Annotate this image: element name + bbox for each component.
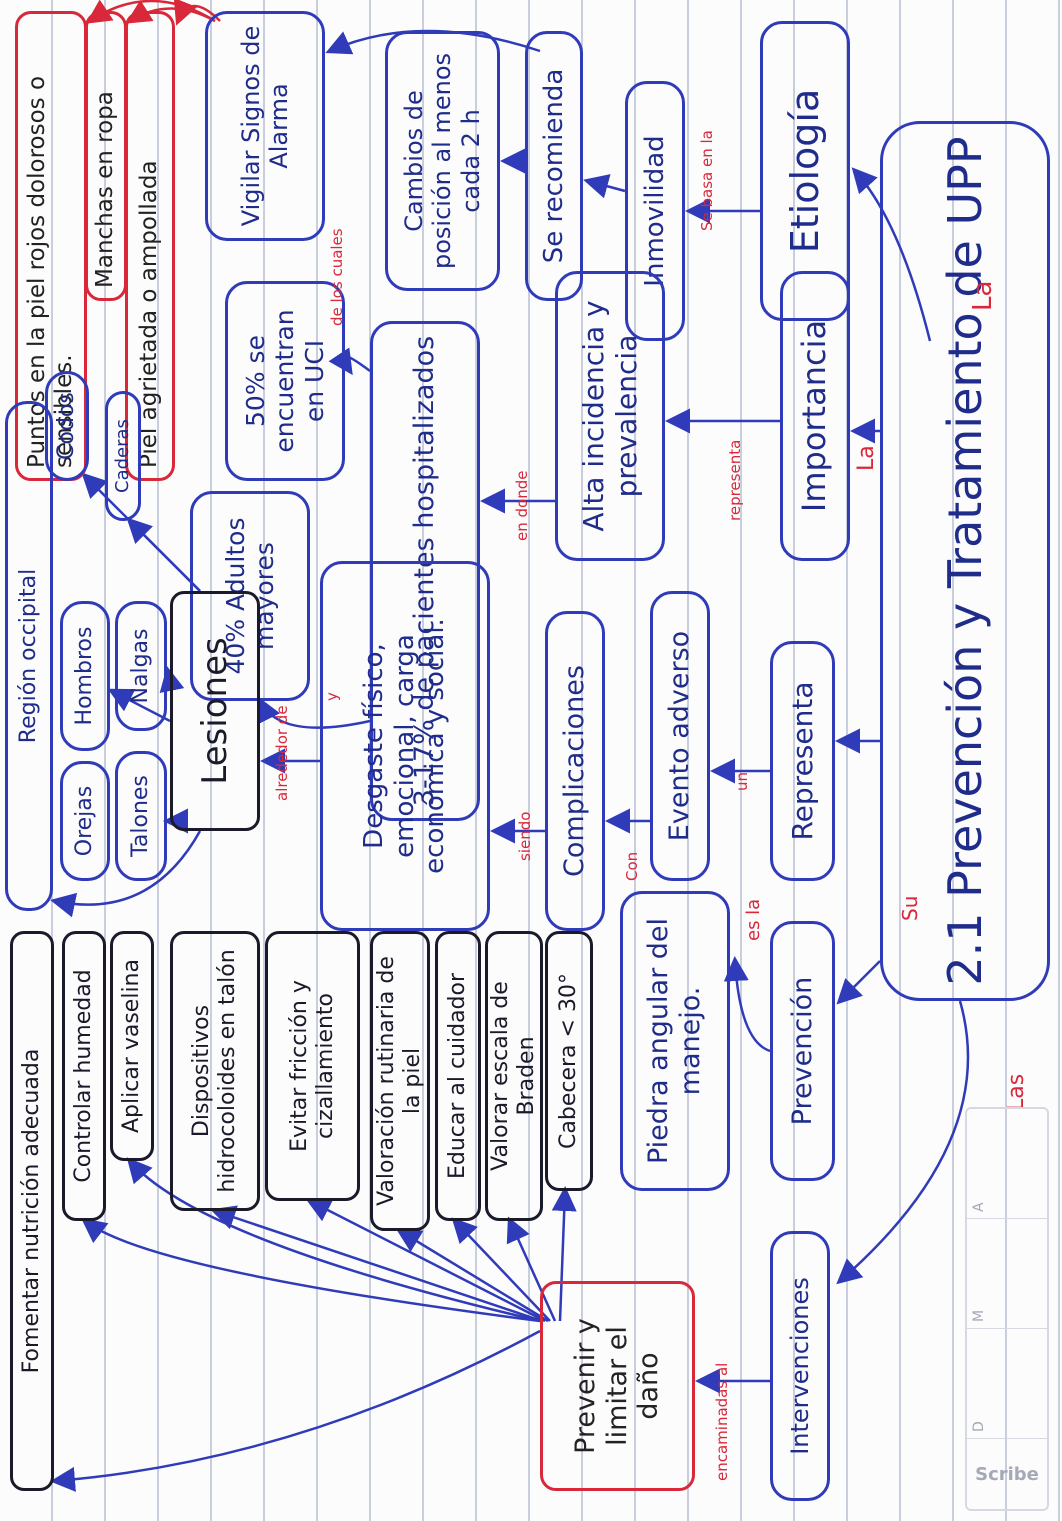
se-recomienda-node: Se recomienda [525,31,583,301]
edge-prevenir-nutricion [50,1329,541,1492]
edge-cambios-vigilar [325,29,541,55]
alta-incidencia-node: Alta incidencia y prevalencia [555,271,665,561]
linker-la2: La [854,445,879,471]
linker-de-los: de los cuales [328,228,346,326]
representa-node: Representa [770,641,835,881]
edge-lesiones-nalgas [159,666,185,694]
porcentaje-uci-node: 50% se encuentran en UCI [225,281,345,481]
linker-encaminadas: encaminadas al [713,1362,731,1481]
int-nutricion-node: Fomentar nutrición adecuada [10,931,54,1491]
intervenciones-node: Intervenciones [770,1231,830,1501]
edge-lesiones-occipital [50,830,202,918]
linker-las: Las [1004,1073,1029,1111]
edge-prevenir-educar [451,1217,551,1322]
linker-representa: representa [726,439,744,521]
edge-root-prevencion [836,960,881,1005]
edge-prevencion-piedra [723,956,771,1053]
edge-lesiones-hombros [107,688,171,723]
complicaciones-node: Complicaciones [545,611,605,931]
footer-day-d: D [967,1329,1047,1439]
linker-es-la: es la [743,898,764,941]
edge-root-etiologia [851,167,932,342]
sitio-occipital-node: Región occipital [5,401,53,911]
footer-day-a: A [967,1109,1047,1219]
edge-prevenir-dispositivos [210,1205,543,1323]
desgaste-node: Desgaste físico, emocional, carga económ… [320,561,490,931]
footer-day-m: M [967,1219,1047,1329]
linker-con: Con [623,851,641,881]
linker-un: un [733,771,751,791]
vigilar-signos-node: Vigilar Signos de Alarma [205,11,325,241]
edge-prevenir-friccion [305,1198,546,1323]
int-valoracion-node: Valoración rutinaria de la piel [370,931,430,1231]
linker-alrededor: alrededor de [273,705,291,801]
sitio-nalgas-node: Nalgas [115,601,167,731]
prevenir-limitar-node: Prevenir y limitar el daño [540,1281,695,1491]
linker-la1: La [968,280,998,311]
edge-prevenir-valoracion [395,1228,549,1323]
int-humedad-node: Controlar humedad [62,931,106,1221]
edge-vigilar-piel [173,0,221,26]
linker-se-basa: Se basa en la [698,130,716,231]
edge-hospitalizados-uci [328,347,371,376]
sitio-orejas-node: Orejas [60,761,110,881]
root-title: 2.1 Prevención y Tratamiento de UPP [880,121,1050,1001]
edge-prevenir-braden [506,1216,557,1322]
importancia-node: Importancia [780,271,850,561]
edge-hospitalizados-adultos [257,696,371,729]
int-braden-node: Valorar escala de Braden [485,931,543,1221]
edge-prevenir-vaselina [126,1157,541,1323]
int-educar-node: Educar al cuidador [435,931,481,1221]
linker-en-donde: en donde [513,470,531,541]
evento-adverso-node: Evento adverso [650,591,710,881]
int-dispositivos-node: Dispositivos hidrocoloides en talón [170,931,260,1211]
edge-root-intervenciones [836,1000,970,1285]
prevencion-node: Prevención [770,921,835,1181]
alarma-manchas-node: Manchas en ropa [85,11,127,301]
linker-siendo: siendo [516,811,534,861]
notebook-footer: Scribe D M A [965,1107,1049,1511]
edge-vigilar-puntos [85,0,216,24]
linker-y: y [323,692,341,701]
linker-su: Su [898,895,922,921]
edge-inmovilidad-recomienda [583,174,626,199]
edge-lesiones-codos [81,472,201,592]
int-vaselina-node: Aplicar vaselina [110,931,154,1161]
scribe-logo: Scribe [975,1463,1039,1485]
piedra-angular-node: Piedra angular del manejo. [620,891,730,1191]
edge-prevenir-cabecera [551,1186,577,1322]
sitio-talones-node: Talones [115,751,167,881]
int-cabecera-node: Cabecera < 30° [545,931,593,1191]
lesiones-node: Lesiones [170,591,260,831]
edge-prevenir-humedad [81,1217,541,1323]
sitio-hombros-node: Hombros [60,601,110,751]
sitio-caderas-node: Caderas [105,391,141,521]
int-friccion-node: Evitar fricción y cizallamiento [265,931,360,1201]
cambios-posicion-node: Cambios de posición al menos cada 2 h [385,31,500,291]
